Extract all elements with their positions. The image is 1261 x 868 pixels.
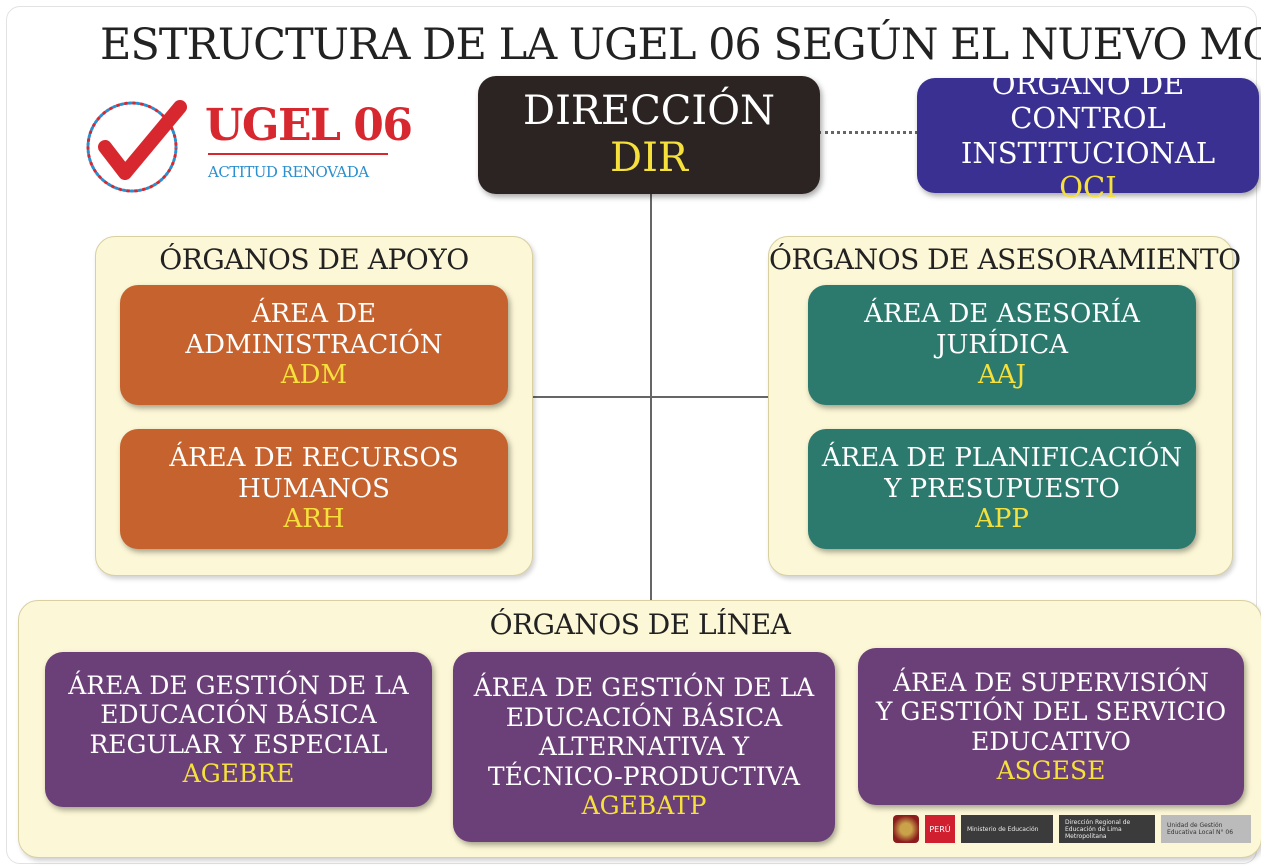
ministerio-logo: Ministerio de Educación	[961, 815, 1053, 843]
unidad-logo: Unidad de Gestión Educativa Local N° 06	[1161, 815, 1251, 843]
unit-code: ASGESE	[996, 756, 1106, 785]
unit-line: ÁREA DE GESTIÓN DE LA	[68, 670, 409, 700]
direccion-regional-logo: Dirección Regional de Educación de Lima …	[1059, 815, 1155, 843]
unit-line: ÁREA DE GESTIÓN DE LA	[473, 673, 815, 703]
apoyo-title: ÓRGANOS DE APOYO	[159, 243, 469, 276]
ugel-logo	[86, 100, 187, 193]
unit-line: ÁREA DE PLANIFICACIÓN	[821, 442, 1183, 473]
oci-dotted-connector	[818, 131, 918, 134]
unit-line: REGULAR Y ESPECIAL	[89, 729, 388, 759]
unit-line: EDUCATIVO	[971, 726, 1131, 756]
linea-title: ÓRGANOS DE LÍNEA	[489, 608, 791, 641]
unit-code: AAJ	[978, 360, 1026, 391]
unit-code: ARH	[283, 504, 345, 535]
linea-unit-agebatp: ÁREA DE GESTIÓN DE LA EDUCACIÓN BÁSICA A…	[453, 652, 835, 842]
unit-line: Y GESTIÓN DEL SERVICIO	[875, 697, 1227, 726]
peru-seal-icon	[893, 815, 919, 843]
oci-box: ÓRGANO DE CONTROL INSTITUCIONAL OCI	[917, 67, 1259, 204]
asesoramiento-title: ÓRGANOS DE ASESORAMIENTO	[769, 243, 1241, 276]
unit-line: ALTERNATIVA Y	[538, 732, 750, 762]
unit-line: ÁREA DE RECURSOS	[169, 442, 459, 473]
linea-unit-asgese: ÁREA DE SUPERVISIÓN Y GESTIÓN DEL SERVIC…	[858, 648, 1244, 805]
unit-line: Y PRESUPUESTO	[884, 473, 1120, 504]
right-connector	[650, 396, 768, 398]
direccion-code: DIR	[610, 135, 688, 181]
unit-line: HUMANOS	[238, 473, 390, 504]
logo-tagline: ACTITUD RENOVADA	[208, 163, 369, 181]
unit-line: TÉCNICO-PRODUCTIVA	[487, 761, 801, 791]
unit-line: EDUCACIÓN BÁSICA	[100, 700, 377, 729]
unit-code: APP	[975, 504, 1029, 535]
apoyo-unit-adm: ÁREA DE ADMINISTRACIÓN ADM	[120, 285, 508, 405]
unit-code: AGEBATP	[581, 791, 707, 821]
apoyo-unit-arh: ÁREA DE RECURSOS HUMANOS ARH	[120, 429, 508, 549]
unit-code: AGEBRE	[182, 759, 295, 788]
unit-line: ÁREA DE SUPERVISIÓN	[893, 667, 1209, 697]
unit-line: EDUCACIÓN BÁSICA	[505, 702, 783, 732]
unit-line: ÁREA DE	[251, 298, 377, 329]
unit-line: JURÍDICA	[936, 329, 1068, 360]
oci-code: OCI	[1059, 169, 1117, 204]
direccion-box: DIRECCIÓN DIR	[478, 76, 820, 194]
oci-name-line1: ÓRGANO DE CONTROL	[991, 67, 1185, 136]
direccion-name: DIRECCIÓN	[523, 87, 775, 134]
peru-badge: PERÚ	[925, 815, 955, 843]
left-connector	[530, 396, 650, 398]
unit-line: ÁREA DE ASESORÍA	[864, 298, 1140, 329]
logo-name: UGEL 06	[205, 100, 413, 151]
unit-line: ADMINISTRACIÓN	[185, 329, 443, 360]
logo-underline	[208, 153, 388, 155]
linea-unit-agebre: ÁREA DE GESTIÓN DE LA EDUCACIÓN BÁSICA R…	[45, 652, 432, 807]
institutional-logos: PERÚ Ministerio de Educación Dirección R…	[893, 812, 1251, 846]
asesoramiento-unit-aaj: ÁREA DE ASESORÍA JURÍDICA AAJ	[808, 285, 1196, 405]
unit-code: ADM	[280, 360, 348, 391]
asesoramiento-unit-app: ÁREA DE PLANIFICACIÓN Y PRESUPUESTO APP	[808, 429, 1196, 549]
page-title: ESTRUCTURA DE LA UGEL 06 SEGÚN EL NUEVO …	[100, 20, 1261, 70]
oci-name-line2: INSTITUCIONAL	[960, 135, 1216, 170]
